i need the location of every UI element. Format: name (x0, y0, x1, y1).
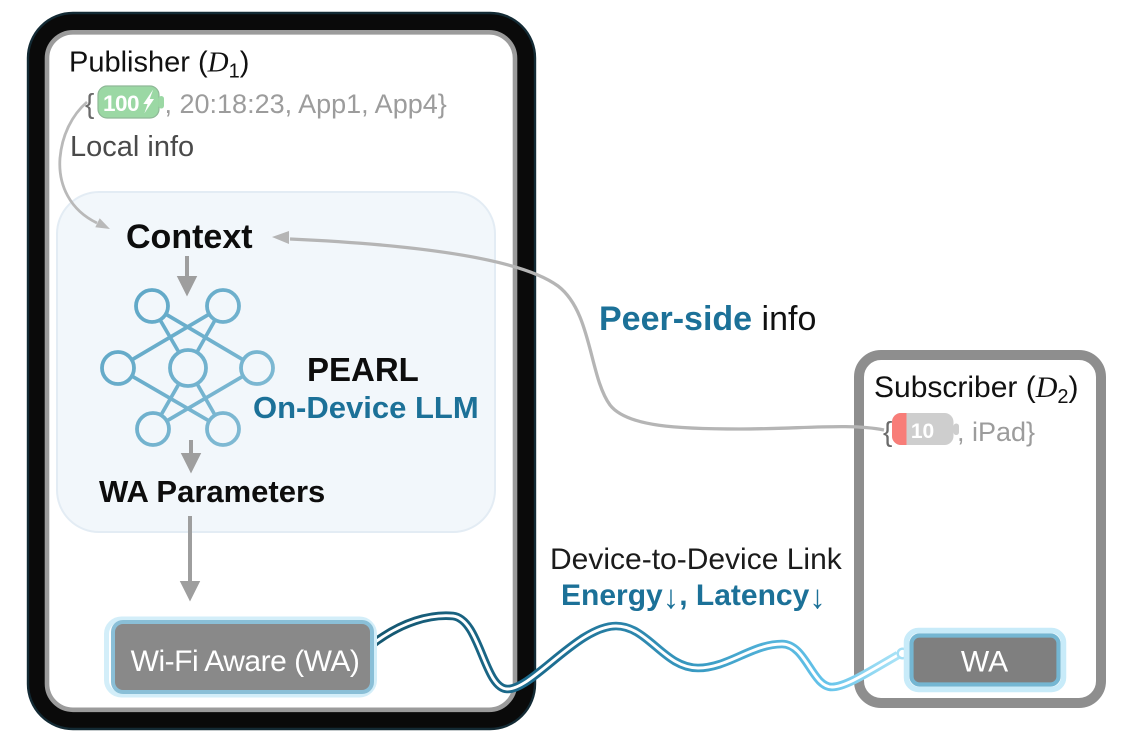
svg-text:Peer-side info: Peer-side info (599, 300, 816, 338)
svg-text:WA Parameters: WA Parameters (99, 474, 325, 509)
svg-text:Energy↓, Latency↓: Energy↓, Latency↓ (561, 578, 826, 615)
svg-text:100: 100 (103, 91, 139, 116)
svg-text:WA: WA (961, 646, 1008, 679)
svg-text:, 20:18:23, App1, App4}: , 20:18:23, App1, App4} (165, 89, 447, 119)
svg-text:Device-to-Device Link: Device-to-Device Link (550, 543, 843, 576)
svg-text:Context: Context (126, 218, 253, 256)
svg-text:On-Device LLM: On-Device LLM (253, 390, 479, 425)
svg-text:, iPad}: , iPad} (957, 417, 1035, 447)
svg-text:{: { (85, 88, 94, 119)
svg-text:Wi-Fi Aware (WA): Wi-Fi Aware (WA) (131, 645, 360, 678)
svg-text:10: 10 (911, 420, 934, 443)
svg-text:Local info: Local info (70, 131, 194, 163)
svg-text:Subscriber (D2): Subscriber (D2) (874, 371, 1079, 408)
svg-text:{: { (883, 416, 892, 447)
svg-text:PEARL: PEARL (307, 351, 419, 388)
svg-text:Publisher (D1): Publisher (D1) (69, 47, 249, 83)
